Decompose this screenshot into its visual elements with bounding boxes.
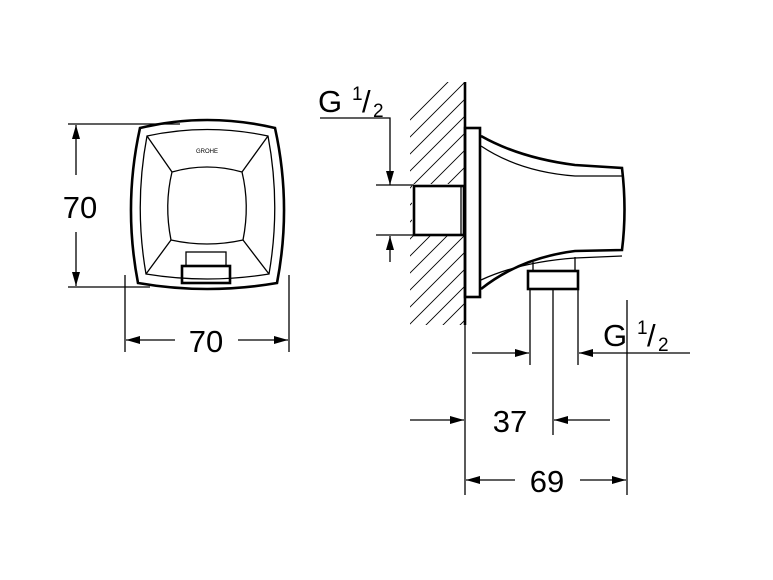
outlet-body — [480, 134, 626, 291]
svg-text:2: 2 — [658, 335, 669, 356]
svg-text:/: / — [362, 84, 371, 119]
hatch-line — [410, 82, 465, 138]
svg-text:2: 2 — [373, 101, 384, 122]
hatch-line — [400, 332, 470, 402]
inlet-thread-label: G 1 / 2 — [318, 84, 384, 122]
outlet-thread — [180, 264, 232, 285]
height-dimension: 70 — [63, 190, 97, 225]
hatch-line — [410, 268, 465, 325]
hatch-line — [400, 349, 470, 419]
svg-text:/: / — [647, 318, 656, 353]
outer-rosette — [129, 118, 286, 291]
hatch-line — [410, 98, 465, 155]
hatch-line — [410, 149, 465, 206]
svg-text:1: 1 — [352, 84, 363, 105]
svg-text:G: G — [318, 84, 342, 119]
wall-flange — [463, 126, 482, 299]
hatch-line — [410, 251, 465, 308]
projection-dimension: 69 — [530, 464, 564, 499]
hatch-line — [410, 82, 449, 121]
outlet-thread-nut — [526, 269, 580, 291]
front-view: GROHE 70 70 — [63, 118, 290, 359]
hatch-line — [400, 383, 470, 453]
hatch-line — [459, 319, 465, 325]
side-view: G 1 / 2 G 1 / 2 37 69 — [318, 82, 690, 499]
hatch-line — [425, 285, 465, 325]
center-face — [167, 166, 247, 245]
outlet-offset-dimension: 37 — [493, 404, 527, 439]
hatch-line — [410, 234, 465, 291]
wall-hatching — [400, 82, 470, 453]
svg-text:G: G — [603, 318, 627, 353]
brand-mark: GROHE — [196, 149, 218, 155]
hatch-line — [442, 302, 465, 325]
svg-text:1: 1 — [637, 318, 648, 339]
outlet-nut — [185, 251, 227, 267]
outlet-thread-label: G 1 / 2 — [603, 318, 669, 356]
hatch-line — [410, 132, 465, 189]
hatch-line — [400, 366, 470, 436]
hatch-line — [410, 115, 465, 172]
width-dimension: 70 — [189, 324, 223, 359]
